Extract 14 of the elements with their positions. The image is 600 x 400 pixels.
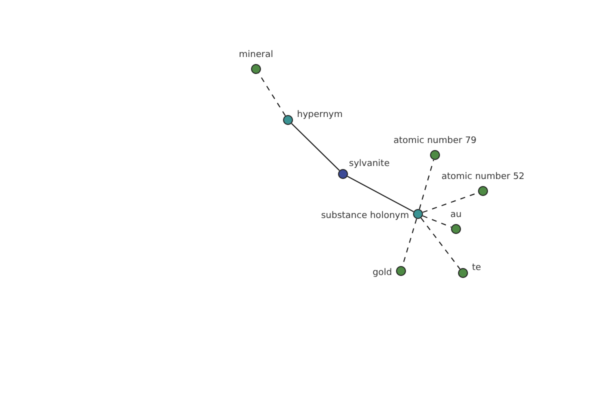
connector [346,176,414,212]
node-label: mineral [238,50,274,61]
dashed-connector [418,159,434,210]
node-label: hypernym [297,110,343,121]
connector [291,123,340,171]
node-label: atomic number 52 [441,172,525,183]
node-label: te [472,263,482,274]
node-label: sylvanite [349,159,390,170]
node-label: gold [372,268,392,279]
node-label: substance holonym [321,211,409,222]
node-label: au [450,210,462,221]
node-label: atomic number 79 [393,136,477,147]
dashed-connector [422,215,452,228]
dashed-connector [420,217,460,270]
